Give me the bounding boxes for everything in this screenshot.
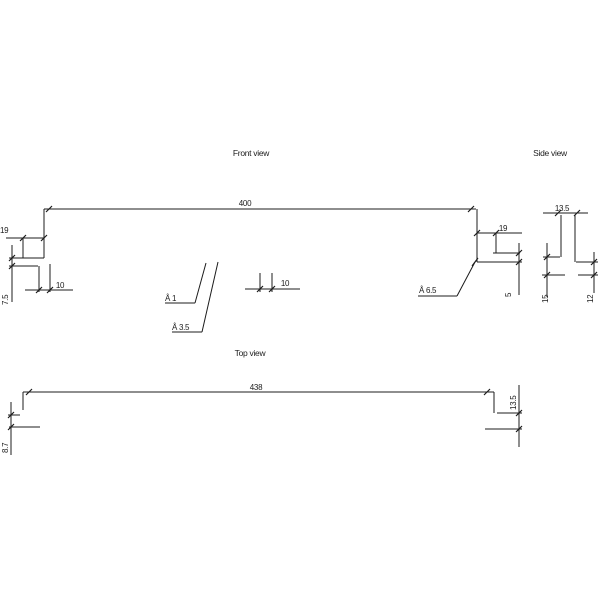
top-view-lines — [8, 385, 522, 455]
dim-front-total-width: 400 — [239, 199, 252, 208]
dim-side-profile-width: 13.5 — [555, 204, 570, 213]
top-view-title: Top view — [235, 348, 267, 358]
dim-top-right-return: 13.5 — [509, 395, 518, 410]
front-view-title: Front view — [233, 148, 270, 158]
top-view: Top view 438 13.5 8.7 — [1, 348, 523, 455]
side-view-title: Side view — [533, 148, 568, 158]
dim-front-right-flange: 19 — [499, 224, 508, 233]
dim-front-right-lip-height: 5 — [504, 292, 513, 297]
front-view: Front view 400 19 10 7.5 Å 1 Å 3.5 10 Å … — [0, 148, 523, 333]
dim-side-left-depth: 15 — [541, 294, 550, 303]
top-view-dimension-ticks — [7, 388, 523, 433]
front-view-lines — [6, 208, 522, 333]
dim-top-left-return: 8.7 — [1, 442, 10, 453]
dim-front-left-lip-height: 7.5 — [1, 294, 10, 305]
front-view-dimension-ticks — [8, 205, 523, 294]
side-view-dimension-ticks — [543, 209, 598, 279]
dim-front-middle-offset: 10 — [281, 279, 290, 288]
side-view-lines — [542, 212, 598, 297]
dim-front-left-offset: 10 — [56, 281, 65, 290]
annotation-note-1: Å 1 — [165, 294, 177, 303]
side-view: Side view 13.5 15 12 — [533, 148, 598, 303]
dim-side-right-depth: 12 — [586, 294, 595, 303]
dim-front-left-flange: 19 — [0, 226, 9, 235]
dim-top-total-width: 438 — [250, 383, 263, 392]
annotation-note-3-5: Å 3.5 — [172, 323, 190, 332]
annotation-note-6-5: Å 6.5 — [419, 286, 437, 295]
